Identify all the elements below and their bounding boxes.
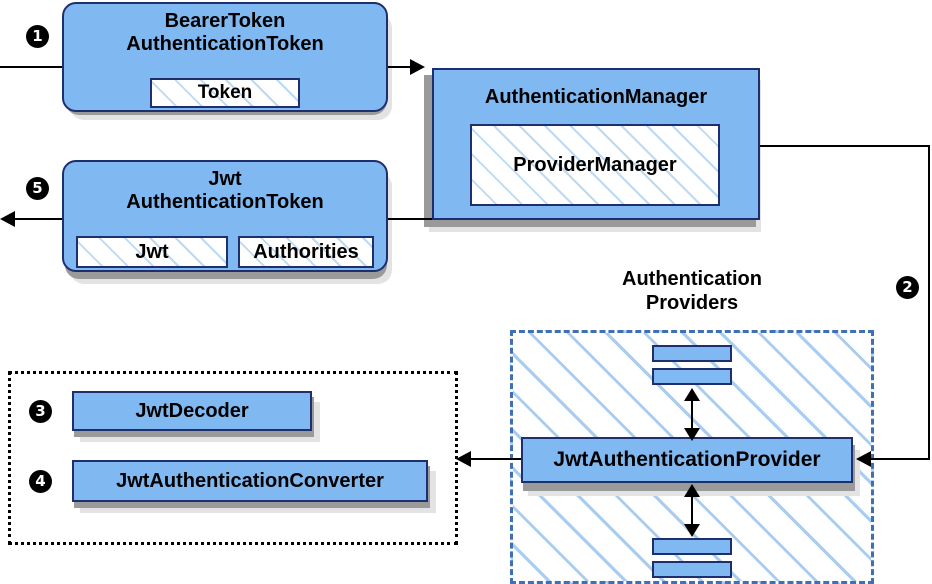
step-bullet-5: 5 bbox=[26, 177, 49, 200]
step-bullet-3: 3 bbox=[29, 400, 52, 423]
bearer-token-line2: AuthenticationToken bbox=[126, 33, 324, 55]
provider-bottom-connector-arrow-down bbox=[684, 524, 700, 537]
step2-right-vertical-line bbox=[928, 145, 930, 459]
jwt-inner-label: Jwt bbox=[135, 240, 169, 263]
provider-top-connector-arrow-down bbox=[684, 428, 700, 441]
provider-bottom-connector-line bbox=[691, 488, 693, 532]
provider-top-connector-arrow-up bbox=[684, 388, 700, 401]
step-bullet-2: 2 bbox=[896, 276, 919, 299]
authorities-inner-label: Authorities bbox=[253, 240, 359, 263]
provider-bottom-connector-arrow-up bbox=[684, 484, 700, 497]
provider-manager-label: ProviderManager bbox=[513, 153, 677, 176]
step5-outgoing-arrowhead bbox=[0, 211, 15, 227]
bearer-to-manager-arrowhead bbox=[410, 59, 425, 75]
provider-stub-top-2 bbox=[652, 368, 732, 385]
jwt-decoder-label: JwtDecoder bbox=[135, 399, 249, 422]
manager-to-jwt-token-line bbox=[388, 218, 432, 220]
jwt-token-line2: AuthenticationToken bbox=[126, 191, 324, 213]
step2-bottom-line bbox=[870, 458, 930, 460]
step2-arrowhead bbox=[856, 451, 871, 467]
provider-top-connector-line bbox=[691, 392, 693, 436]
jwt-authentication-converter-label: JwtAuthenticationConverter bbox=[116, 469, 384, 492]
token-inner-label: Token bbox=[197, 82, 253, 103]
provider-to-tools-arrowhead bbox=[456, 451, 471, 467]
jwt-inner-box[interactable]: Jwt bbox=[76, 236, 228, 268]
authentication-providers-label-line2: Providers bbox=[645, 291, 739, 314]
jwt-decoder-box[interactable]: JwtDecoder bbox=[72, 391, 312, 431]
jwt-authentication-provider-box[interactable]: JwtAuthenticationProvider bbox=[521, 437, 853, 483]
authentication-providers-label-line1: Authentication bbox=[622, 268, 762, 290]
bearer-token-line1: BearerToken bbox=[164, 10, 286, 32]
token-inner-box[interactable]: Token bbox=[150, 78, 300, 108]
authentication-manager-title: AuthenticationManager bbox=[484, 86, 708, 108]
bearer-to-manager-line bbox=[388, 66, 421, 68]
provider-manager-inner-box[interactable]: ProviderManager bbox=[470, 124, 720, 206]
jwt-authentication-converter-box[interactable]: JwtAuthenticationConverter bbox=[72, 460, 428, 502]
step-bullet-1: 1 bbox=[26, 25, 49, 48]
authorities-inner-box[interactable]: Authorities bbox=[238, 236, 374, 268]
jwt-token-line1: Jwt bbox=[208, 168, 242, 190]
authentication-providers-label: Authentication Providers bbox=[592, 268, 792, 315]
jwt-authentication-provider-label: JwtAuthenticationProvider bbox=[553, 448, 821, 471]
provider-stub-bottom-1 bbox=[652, 538, 732, 555]
step1-incoming-line bbox=[0, 66, 66, 68]
step5-outgoing-line bbox=[10, 218, 66, 220]
step2-top-line bbox=[760, 145, 930, 147]
provider-stub-bottom-2 bbox=[652, 561, 732, 578]
step-bullet-4: 4 bbox=[29, 470, 52, 493]
provider-to-tools-line bbox=[470, 458, 525, 460]
provider-stub-top-1 bbox=[652, 345, 732, 362]
